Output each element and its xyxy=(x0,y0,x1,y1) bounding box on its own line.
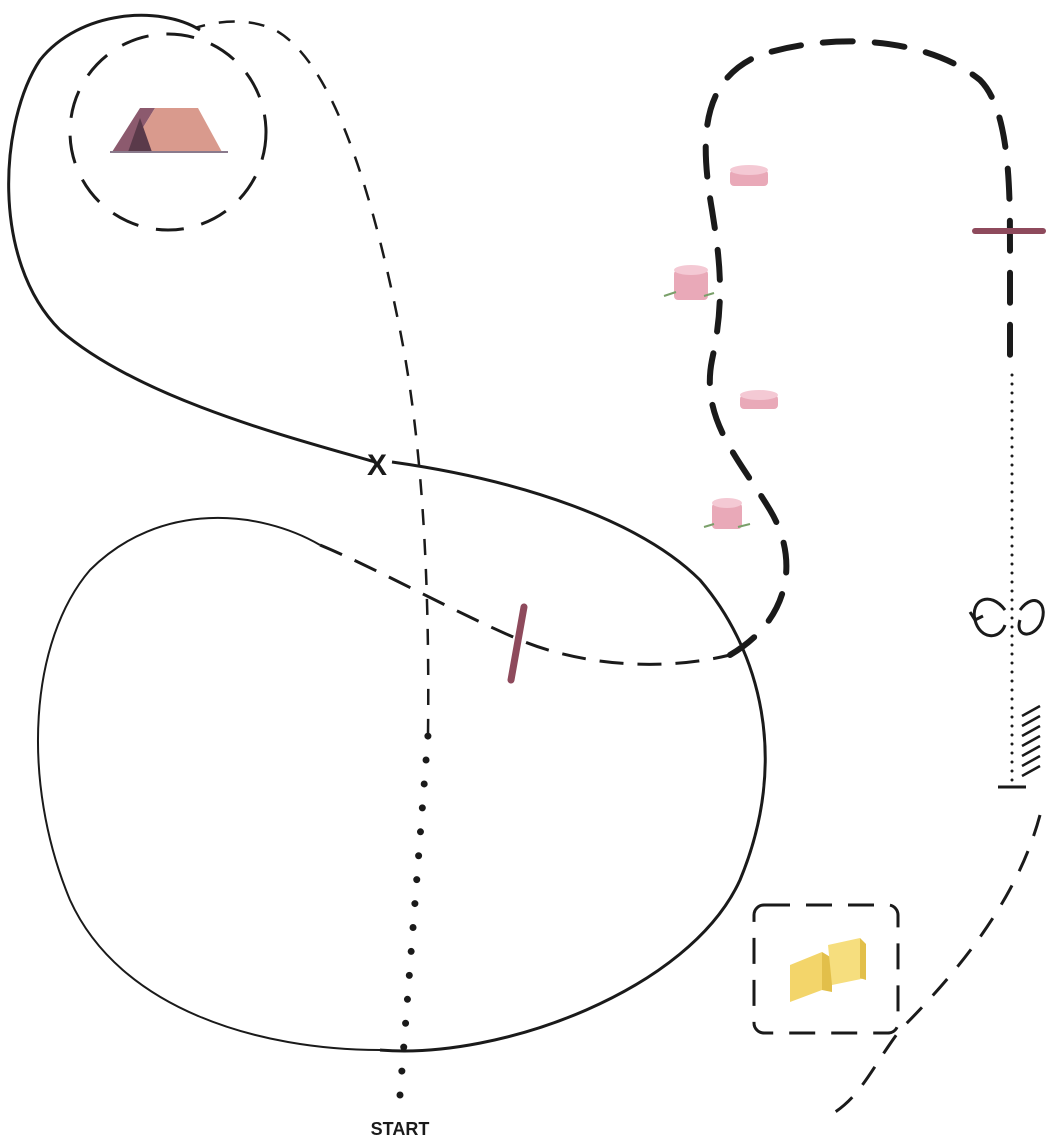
solid-path-lower-loop xyxy=(37,516,381,1051)
crossing-mark: X xyxy=(367,449,387,482)
tent-circle-path xyxy=(68,32,268,232)
pole-obstacle-icon xyxy=(507,603,528,684)
slide-stop-icon xyxy=(998,704,1041,789)
tent-icon xyxy=(110,108,228,153)
rollback-turn-icon xyxy=(968,597,1045,638)
straw-bale-icon xyxy=(790,938,866,1002)
tree-stump-icon xyxy=(730,165,768,186)
dotted-centre-line xyxy=(396,731,432,1099)
solid-path-crossing-to-right xyxy=(379,460,767,1053)
start-label: START xyxy=(371,1119,430,1137)
tree-stump-icon xyxy=(740,390,778,409)
tree-stump-icon xyxy=(703,498,751,529)
bale-box-path xyxy=(752,903,900,1035)
tree-stump-icon xyxy=(663,265,715,300)
dashed-centre-path xyxy=(194,20,430,736)
serpentine-path xyxy=(702,38,1013,658)
solid-path-upper-loop xyxy=(7,13,376,464)
